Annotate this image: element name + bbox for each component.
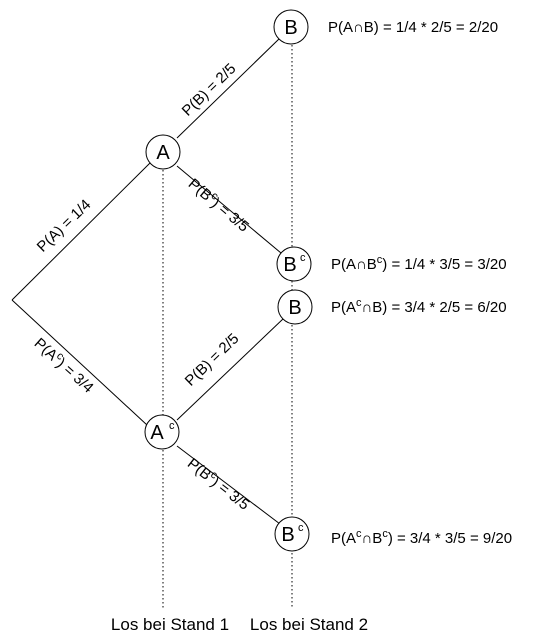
svg-text:B: B xyxy=(288,297,301,319)
outcome-ac-and-bc-mid: ∩B xyxy=(362,530,383,547)
outcome-a-and-bc-sup: c xyxy=(377,254,383,266)
outcome-ac-and-bc-pre: P(A xyxy=(331,530,356,547)
node-ac-sup: c xyxy=(169,420,175,432)
edge-label-a-b: P(B) = 2/5 xyxy=(179,60,240,119)
outcome-ac-and-b-pre: P(A xyxy=(331,299,356,316)
edge-label-a-bc-post: ) = 3/5 xyxy=(208,195,252,236)
node-bc-bottom-sup: c xyxy=(298,522,304,534)
node-a: A xyxy=(145,134,181,170)
svg-text:B: B xyxy=(284,17,297,39)
node-bc-top-sup: c xyxy=(300,252,306,264)
outcome-ac-and-bc-sup1: c xyxy=(356,528,362,540)
edge-label-ac: P(Ac) = 3/4 xyxy=(31,333,98,396)
node-ac-label: A xyxy=(150,422,164,444)
edge-label-ac-bc-post: ) = 3/5 xyxy=(208,474,252,514)
node-b-bottom-label: B xyxy=(288,297,301,319)
stage2-label: Los bei Stand 2 xyxy=(250,615,368,634)
outcome-ac-and-b-sup: c xyxy=(356,297,362,309)
edge-label-ac-b: P(B) = 2/5 xyxy=(182,330,243,389)
node-ac: A c xyxy=(144,414,180,450)
outcome-ac-and-b: P(Ac∩B) = 3/4 * 2/5 = 6/20 xyxy=(331,297,507,316)
edge-a-to-bc xyxy=(176,165,282,254)
outcome-ac-and-b-post: ∩B) = 3/4 * 2/5 = 6/20 xyxy=(362,299,507,316)
outcome-a-and-bc: P(A∩Bc) = 1/4 * 3/5 = 3/20 xyxy=(331,254,507,273)
edge-a-to-b xyxy=(176,37,281,139)
node-b-top-label: B xyxy=(284,17,297,39)
node-bc-bottom: B c xyxy=(274,516,310,552)
edge-label-a-b-text: P(B) = 2/5 xyxy=(179,60,240,119)
edge-root-to-ac xyxy=(11,299,148,426)
node-bc-bottom-label: B xyxy=(281,524,294,546)
edge-label-a-bc: P(Bc) = 3/5 xyxy=(185,174,253,236)
svg-text:B: B xyxy=(283,254,296,276)
svg-text:c: c xyxy=(300,252,306,264)
edge-label-ac-bc: P(Bc) = 3/5 xyxy=(184,453,254,513)
node-bc-top: B c xyxy=(276,246,312,282)
node-b-top: B xyxy=(273,9,309,45)
outcome-ac-and-bc-post: ) = 3/4 * 3/5 = 9/20 xyxy=(388,530,512,547)
node-b-bottom: B xyxy=(277,289,313,325)
outcome-a-and-bc-pre: P(A∩B xyxy=(331,256,377,273)
edge-label-a: P(A) = 1/4 xyxy=(34,196,95,255)
outcome-a-and-bc-post: ) = 1/4 * 3/5 = 3/20 xyxy=(382,256,506,273)
svg-text:A: A xyxy=(150,422,164,444)
svg-text:A: A xyxy=(156,142,170,164)
edge-root-to-a xyxy=(11,162,151,301)
node-a-label: A xyxy=(156,142,170,164)
edge-label-a-text: P(A) = 1/4 xyxy=(34,196,95,255)
stage1-label: Los bei Stand 1 xyxy=(111,615,229,634)
svg-text:c: c xyxy=(298,522,304,534)
svg-text:B: B xyxy=(281,524,294,546)
edge-ac-to-b xyxy=(176,317,285,421)
stage2-label-text: Los bei Stand 2 xyxy=(250,615,368,634)
node-bc-top-label: B xyxy=(283,254,296,276)
svg-text:c: c xyxy=(169,420,175,432)
stage1-label-text: Los bei Stand 1 xyxy=(111,615,229,634)
edge-ac-to-bc xyxy=(176,445,281,525)
outcome-ac-and-bc: P(Ac∩Bc) = 3/4 * 3/5 = 9/20 xyxy=(331,528,512,547)
outcome-a-and-b-text: P(A∩B) = 1/4 * 2/5 = 2/20 xyxy=(328,19,498,36)
edge-label-ac-post: ) = 3/4 xyxy=(53,355,96,396)
outcome-a-and-b: P(A∩B) = 1/4 * 2/5 = 2/20 xyxy=(328,19,498,36)
outcome-ac-and-bc-sup2: c xyxy=(382,528,388,540)
edge-label-ac-b-text: P(B) = 2/5 xyxy=(182,330,243,389)
